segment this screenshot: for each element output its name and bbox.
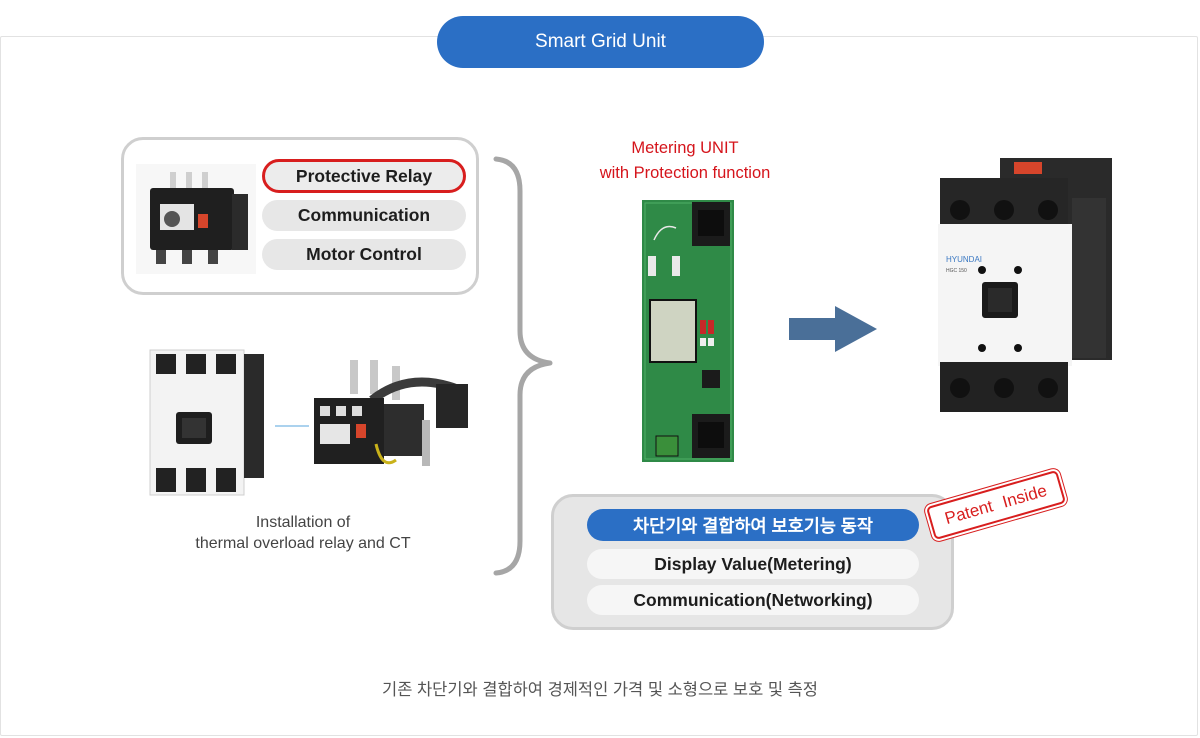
contactor-image <box>149 349 264 496</box>
grouping-brace <box>493 156 553 576</box>
smart-contactor-image: HYUNDAI HGC 150 <box>938 158 1112 412</box>
installation-caption-line1: Installation of <box>255 514 351 531</box>
overload-relay-ct-image <box>314 360 468 466</box>
installation-caption: Installation of thermal overload relay a… <box>160 512 446 554</box>
title-badge: Smart Grid Unit <box>437 16 764 68</box>
metering-label-line1: Metering UNIT <box>631 139 739 157</box>
metering-pcb-image <box>642 200 734 462</box>
smart-feature-panel: 차단기와 결합하여 보호기능 동작 Display Value(Metering… <box>551 494 954 630</box>
right-arrow-icon <box>789 306 877 352</box>
communication-pill: Communication <box>262 200 466 231</box>
metering-label-line2: with Protection function <box>599 164 771 182</box>
installation-caption-line2: thermal overload relay and CT <box>195 535 411 552</box>
model-text: HGC 150 <box>946 268 967 274</box>
metering-label: Metering UNIT with Protection function <box>560 136 810 186</box>
brand-text: HYUNDAI <box>946 255 982 264</box>
thermal-relay-image <box>136 164 256 274</box>
relay-feature-panel: Protective Relay Communication Motor Con… <box>121 137 479 295</box>
protective-relay-pill: Protective Relay <box>262 159 466 193</box>
motor-control-pill: Motor Control <box>262 239 466 270</box>
connector-line <box>275 425 309 427</box>
protection-korean-pill: 차단기와 결합하여 보호기능 동작 <box>587 509 919 541</box>
display-value-pill: Display Value(Metering) <box>587 549 919 579</box>
networking-pill: Communication(Networking) <box>587 585 919 615</box>
footer-description: 기존 차단기와 결합하여 경제적인 가격 및 소형으로 보호 및 측정 <box>382 681 818 699</box>
